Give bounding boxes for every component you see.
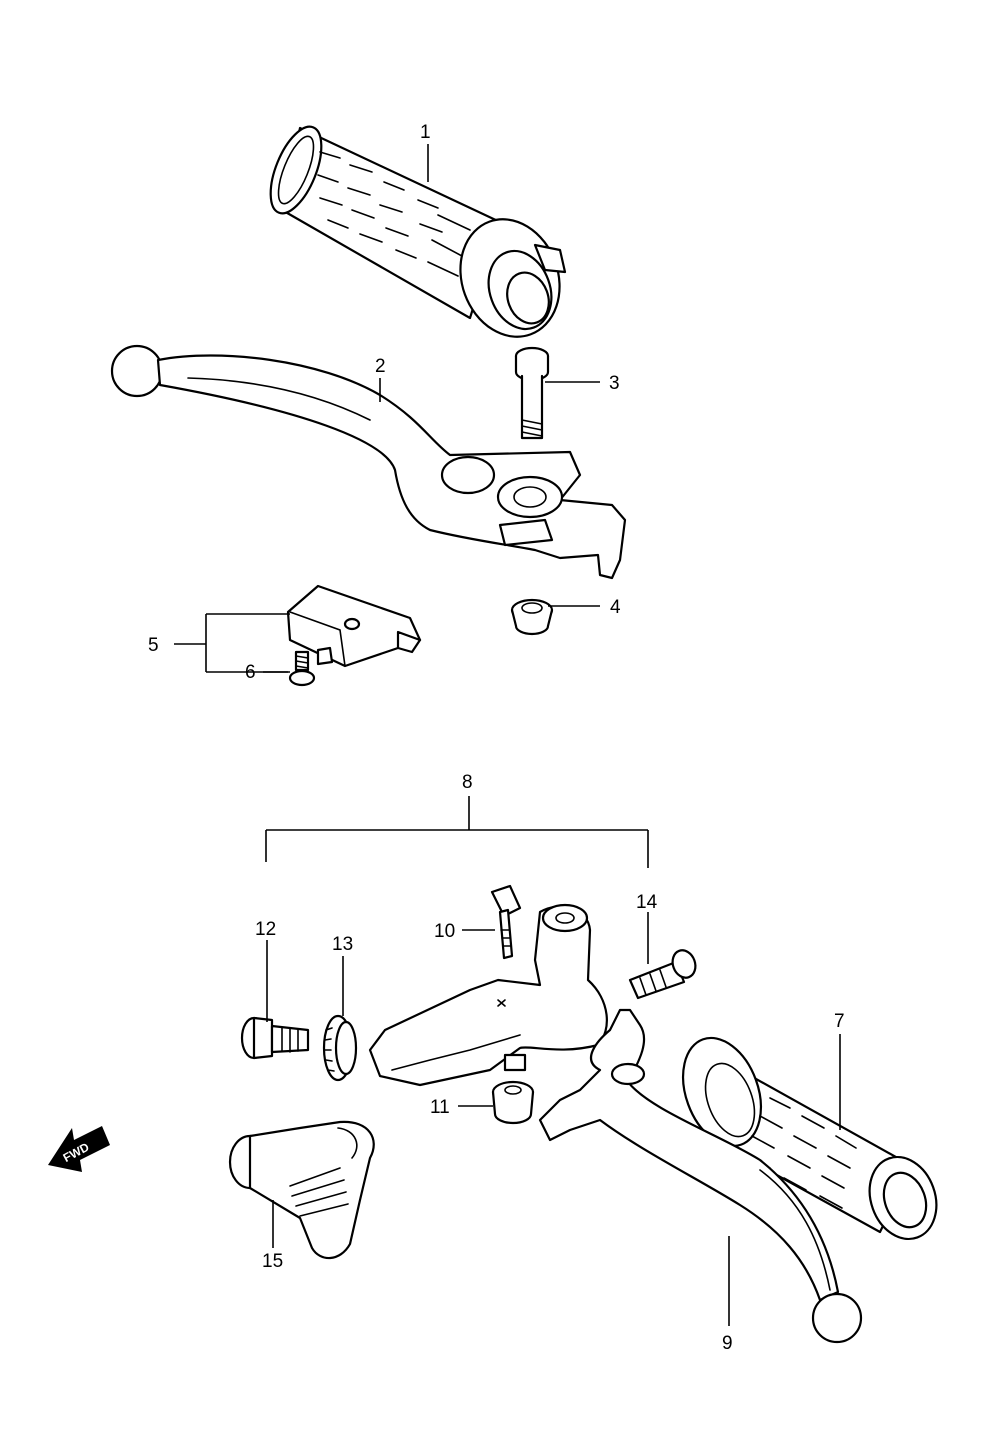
callout-9: 9 [722, 1333, 733, 1354]
clutch-lever [538, 1008, 863, 1344]
callout-6: 6 [245, 662, 256, 683]
adjuster-bolt [240, 1016, 310, 1060]
leader-lines [174, 144, 841, 1326]
callout-15: 15 [262, 1251, 283, 1272]
fwd-arrow-icon: FWD [48, 1126, 110, 1172]
callout-5: 5 [148, 635, 159, 656]
callout-2: 2 [375, 356, 386, 377]
pivot-bolt [514, 346, 550, 440]
clutch-holder [368, 903, 608, 1087]
callout-13: 13 [332, 934, 353, 955]
callout-11: 11 [430, 1097, 450, 1118]
callout-4: 4 [610, 597, 621, 618]
switch-screw [288, 650, 316, 687]
brake-switch [286, 584, 422, 668]
adjuster-wheel [322, 1014, 358, 1082]
holder-bolt [490, 884, 522, 960]
holder-screw [628, 949, 697, 1000]
callout-12: 12 [255, 919, 276, 940]
callout-1: 1 [420, 122, 431, 143]
callout-14: 14 [636, 892, 658, 913]
left-grip [682, 1036, 938, 1241]
throttle-grip [269, 125, 567, 338]
holder-nut [491, 1080, 535, 1125]
brake-lever [110, 344, 627, 580]
callout-numbers: 1 2 3 4 5 6 7 8 9 10 11 12 13 14 15 [148, 122, 845, 1354]
callout-3: 3 [609, 373, 620, 394]
lever-nut [510, 598, 554, 636]
lever-cover [228, 1120, 375, 1260]
callout-10: 10 [434, 921, 455, 942]
callout-8: 8 [462, 772, 473, 793]
callout-7: 7 [834, 1011, 845, 1032]
